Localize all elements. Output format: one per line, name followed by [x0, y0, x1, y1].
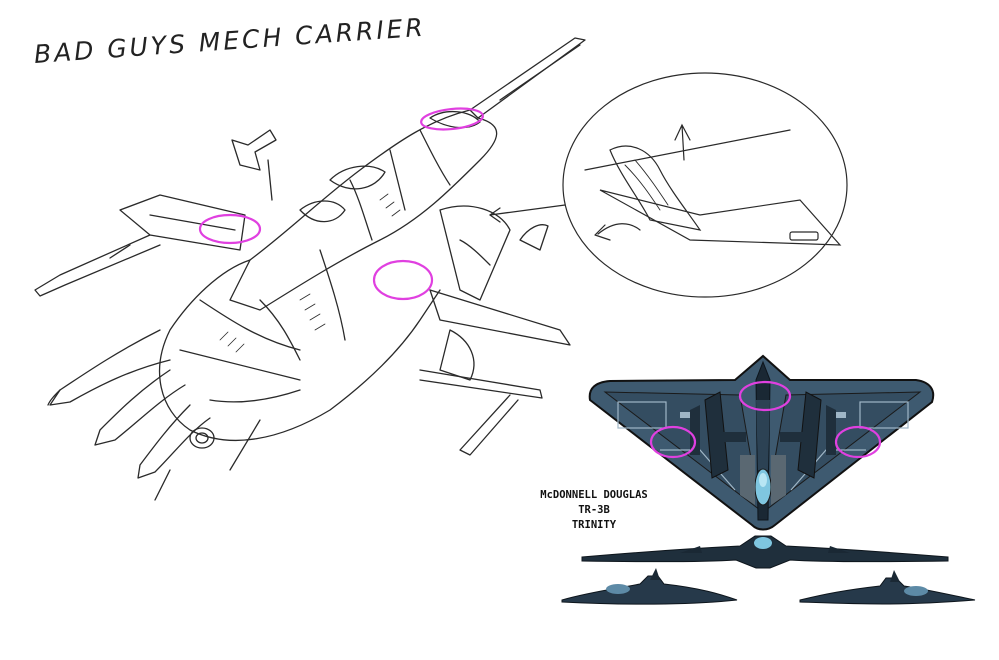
flying-triangle-aircraft-icon — [588, 354, 935, 531]
mech-carrier-sketch-icon — [34, 37, 586, 501]
caption-line-model: TR-3B — [578, 504, 610, 516]
wing-detail-inset-icon — [562, 72, 848, 298]
highlight-markers — [198, 107, 882, 459]
highlight-oval-left-wing — [198, 213, 262, 245]
aircraft-side-view-left-icon — [561, 568, 738, 605]
aircraft-front-view-icon — [581, 535, 949, 569]
caption-line-name: TRINITY — [571, 519, 617, 531]
highlight-oval-tr3b-center — [738, 380, 792, 412]
aircraft-side-view-right-icon — [799, 570, 976, 605]
aircraft-caption: McDONNELL DOUGLAS TR-3B TRINITY — [534, 488, 654, 533]
highlight-oval-tr3b-left — [649, 425, 697, 459]
caption-line-manufacturer: McDONNELL DOUGLAS — [540, 489, 648, 501]
highlight-oval-body — [372, 259, 434, 301]
highlight-oval-tr3b-right — [834, 425, 882, 459]
highlight-oval-nose — [420, 107, 484, 131]
